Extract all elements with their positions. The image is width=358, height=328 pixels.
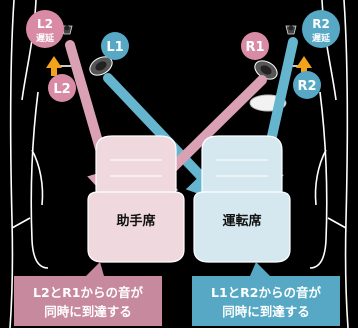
badge-r2: R2 (293, 71, 321, 99)
svg-text:同時に到達する: 同時に到達する (44, 304, 132, 319)
driver-seat (193, 135, 291, 263)
passenger-seat (87, 135, 185, 263)
caption-left: L2とR1からの音が 同時に到達する (14, 262, 162, 326)
svg-text:L2: L2 (53, 82, 70, 97)
svg-text:L2: L2 (37, 17, 53, 31)
speaker-icon-right (254, 60, 278, 80)
badge-l2-delay: L2 遅延 (26, 10, 64, 48)
passenger-seat-label: 助手席 (116, 213, 155, 229)
badge-r1: R1 (241, 32, 269, 60)
delay-arrow-icon-right (296, 56, 312, 76)
badge-l1: L1 (101, 32, 129, 60)
arrow-l1-to-driver (103, 73, 228, 205)
delay-arrow-icon-left (46, 56, 62, 76)
svg-text:R1: R1 (245, 40, 264, 55)
svg-text:同時に到達する: 同時に到達する (222, 304, 310, 319)
svg-text:L2とR1からの音が: L2とR1からの音が (33, 285, 143, 300)
driver-seat-label: 運転席 (222, 213, 261, 229)
svg-text:遅延: 遅延 (312, 32, 331, 44)
svg-text:R2: R2 (297, 79, 316, 94)
svg-text:L1とR2からの音が: L1とR2からの音が (211, 285, 321, 300)
badge-r2-delay: R2 遅延 (302, 10, 340, 48)
badge-l2: L2 (48, 74, 76, 102)
speaker-icon-left (89, 56, 113, 76)
svg-text:R2: R2 (312, 17, 330, 31)
tweeter-icon-right (285, 25, 297, 35)
svg-text:L1: L1 (106, 40, 123, 55)
caption-right: L1とR2からの音が 同時に到達する (192, 262, 340, 326)
svg-text:遅延: 遅延 (36, 32, 55, 44)
tweeter-icon-left (61, 25, 73, 35)
